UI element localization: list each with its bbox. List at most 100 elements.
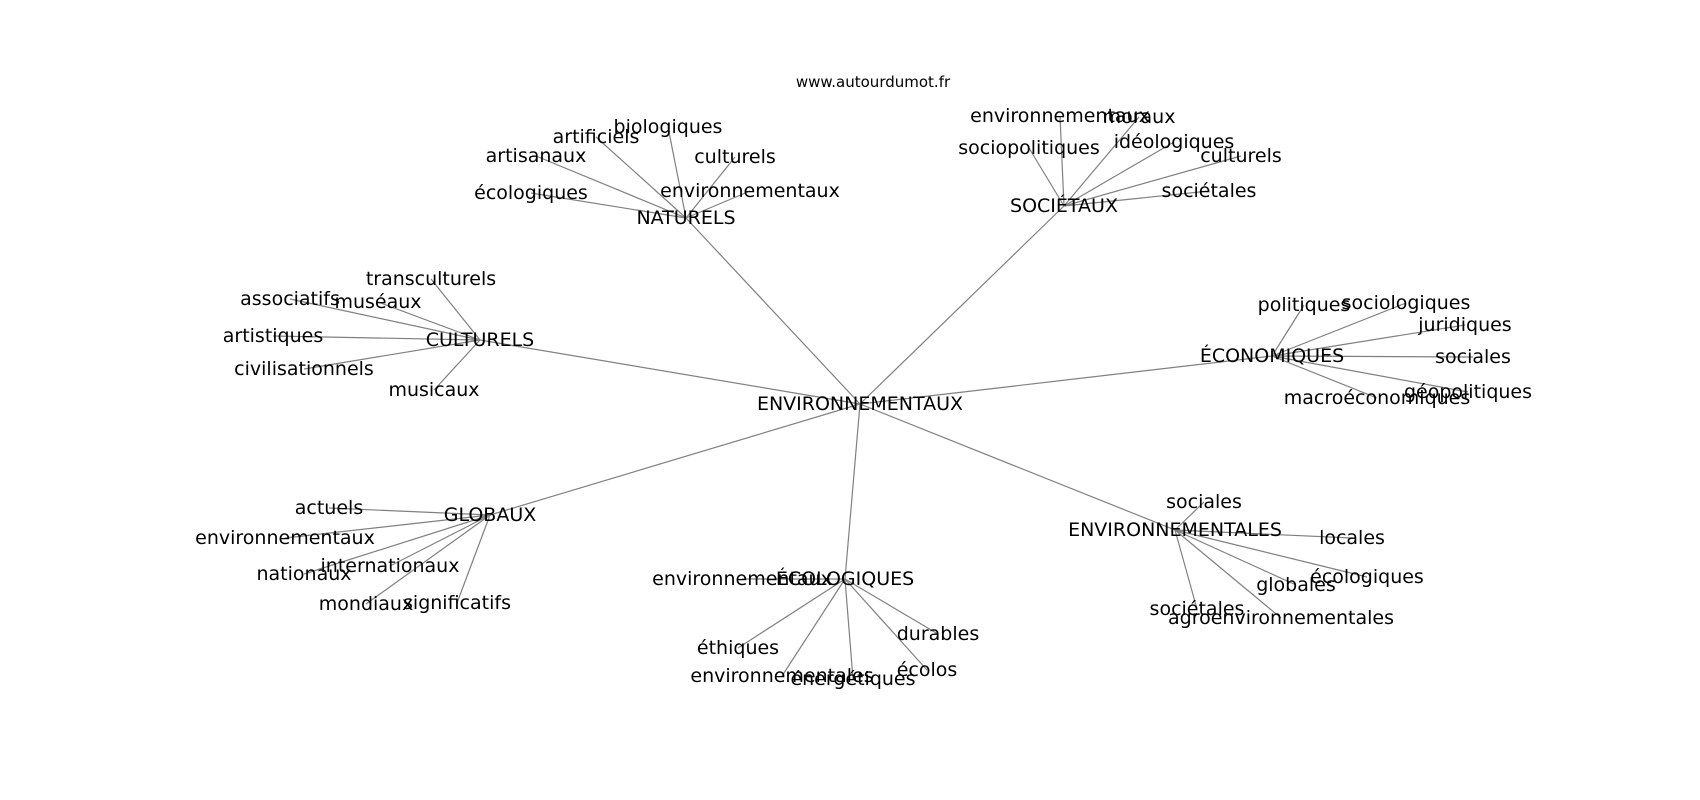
hub-node-label: SOCIÉTAUX [1010,194,1118,217]
hub-to-leaf-edge [844,578,939,635]
leaf-node-label: environnementaux [652,568,832,590]
leaf-node-label: durables [897,623,980,645]
leaf-node-label: écolos [897,659,958,681]
leaf-node-label: locales [1319,527,1385,549]
leaf-node-label: éthiques [697,637,779,659]
hub-to-leaf-edge [685,156,736,219]
hub-to-leaf-edge [303,514,491,575]
leaf-node-label: culturels [694,146,776,168]
leaf-node-label: écologiques [474,182,588,204]
leaf-node-label: sociologiques [1342,292,1471,314]
leaf-node-label: artificiels [553,126,640,148]
leaf-node-label: actuels [295,497,363,519]
hub-node-label: ÉCOLOGIQUES [776,567,914,590]
hub-node-label: ENVIRONNEMENTALES [1068,519,1282,541]
hub-to-leaf-edge [430,278,481,341]
hub-to-leaf-edge [781,578,846,677]
leaf-node-label: environnementaux [970,105,1150,127]
hub-to-leaf-edge [389,514,491,567]
leaf-node-label: associatifs [240,288,340,310]
hub-node-label: ÉCONOMIQUES [1200,344,1344,367]
hub-to-leaf-edge [1028,147,1065,207]
hub-to-leaf-edge [1059,115,1065,207]
leaf-node-label: environnementaux [660,180,840,202]
hub-to-leaf-edge [456,514,491,604]
hub-to-leaf-edge [1174,529,1368,578]
hub-to-leaf-edge [1174,501,1205,531]
hub-node-label: NATURELS [636,207,735,229]
leaf-node-label: macroéconomiques [1284,387,1471,409]
hub-to-leaf-edge [1271,355,1474,358]
hub-to-leaf-edge [328,507,491,516]
leaf-node-label: environnementaux [195,527,375,549]
graph-labels: www.autourdumot.fr ENVIRONNEMENTAUX NATU… [195,73,1532,690]
hub-to-leaf-edge [1063,190,1210,207]
hub-to-leaf-edge [1063,155,1242,207]
leaf-node-label: environnementales [690,665,873,687]
leaf-node-label: culturels [1200,145,1282,167]
leaf-node-label: politiques [1258,294,1351,316]
hub-to-leaf-edge [1063,141,1175,207]
leaf-node-label: sociétales [1150,598,1245,620]
leaf-node-label: sociales [1435,346,1511,368]
hub-to-leaf-edge [289,298,481,341]
hub-node-label: CULTURELS [426,329,535,351]
hub-to-leaf-edge [1174,529,1297,586]
leaf-node-label: énergétiques [790,668,915,690]
leaf-node-label: artisanaux [486,145,587,167]
leaf-node-label: nationaux [256,563,351,585]
hub-to-leaf-edge [1271,355,1469,393]
root-to-hub-edge [479,339,861,405]
hub-to-leaf-edge [535,155,687,219]
hub-to-leaf-edge [1271,302,1407,357]
leaf-node-label: globales [1256,574,1336,596]
leaf-node-label: sociétales [1162,180,1257,202]
hub-to-leaf-edge [1271,304,1305,357]
root-to-hub-edge [844,403,861,580]
leaf-node-label: transculturels [366,268,496,290]
root-to-hub-edge [489,403,861,516]
leaf-node-label: muséaux [334,291,421,313]
hub-to-leaf-edge [284,514,491,539]
leaf-node-label: sociopolitiques [958,137,1100,159]
hub-to-leaf-edge [433,339,481,391]
hub-to-leaf-edge [1174,529,1353,539]
root-to-hub-edge [859,205,1065,405]
leaf-node-label: géopolitiques [1404,381,1532,403]
leaf-node-label: internationaux [321,555,460,577]
leaf-node-label: mondiaux [319,593,413,615]
hub-to-leaf-edge [530,192,687,219]
hub-to-leaf-edge [844,578,854,680]
site-watermark: www.autourdumot.fr [796,73,951,91]
root-to-hub-edge [685,217,861,405]
hub-to-leaf-edge [595,136,687,219]
hub-to-leaf-edge [377,301,481,341]
hub-to-leaf-edge [1271,355,1378,399]
hub-to-leaf-edge [365,514,491,605]
leaf-node-label: musicaux [388,379,479,401]
leaf-node-label: juridiques [1417,314,1511,336]
hub-to-leaf-edge [737,578,846,649]
graph-edges [272,115,1474,680]
leaf-node-label: significatifs [403,592,511,614]
leaf-node-label: idéologiques [1114,131,1235,153]
root-node-label: ENVIRONNEMENTAUX [757,393,963,415]
hub-node-label: GLOBAUX [444,504,537,526]
hub-to-leaf-edge [1063,116,1140,207]
hub-to-leaf-edge [303,339,481,370]
hub-to-leaf-edge [1174,529,1198,610]
leaf-node-label: artistiques [223,325,324,347]
hub-to-leaf-edge [844,578,928,671]
hub-to-leaf-edge [272,335,481,341]
leaf-node-label: agroenvironnementales [1168,607,1394,629]
root-to-hub-edge [859,403,1176,531]
leaf-node-label: biologiques [614,116,723,138]
root-to-hub-edge [859,355,1273,405]
leaf-node-label: civilisationnels [234,358,374,380]
leaf-node-label: moraux [1103,106,1176,128]
hub-to-leaf-edge [1174,529,1282,619]
leaf-node-label: sociales [1166,491,1242,513]
hub-to-leaf-edge [667,126,687,219]
hub-to-leaf-edge [685,190,751,219]
